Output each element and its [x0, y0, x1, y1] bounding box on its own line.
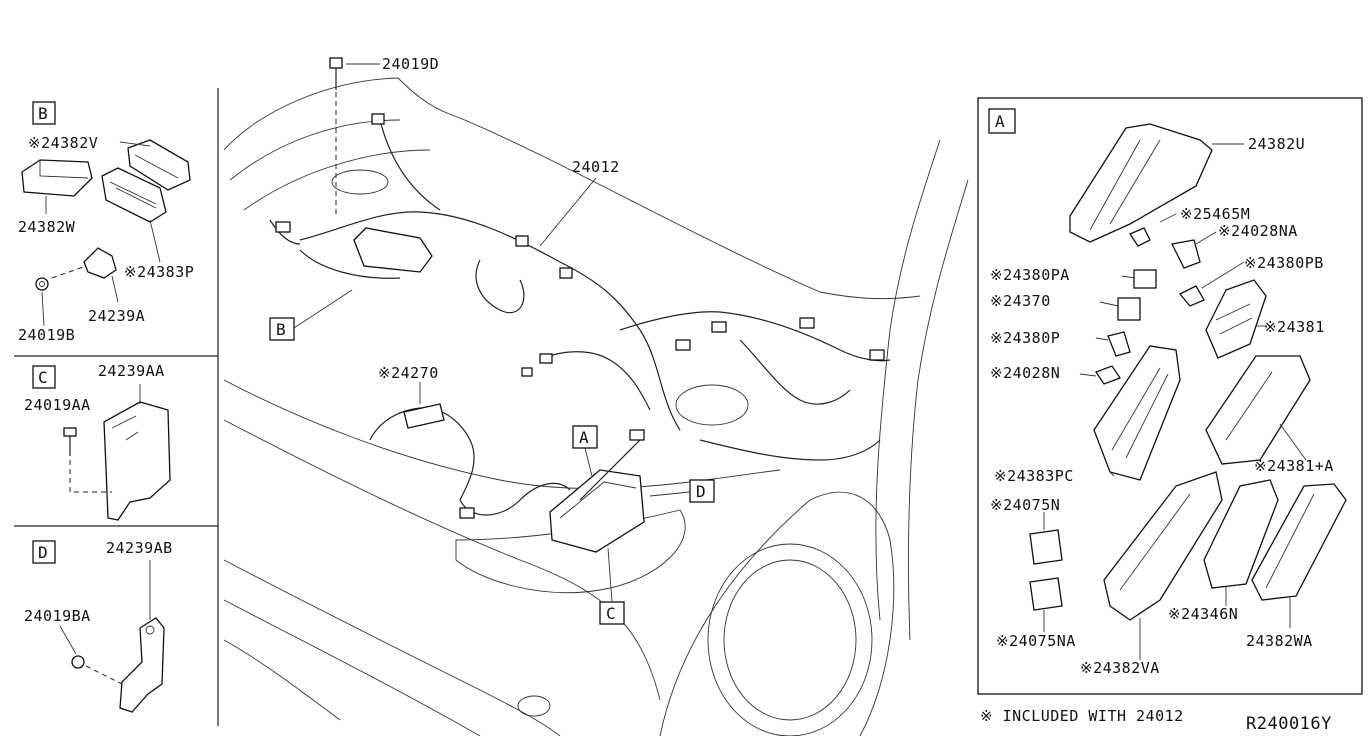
callout-d: D [689, 479, 715, 503]
svg-text:D: D [38, 543, 48, 562]
label-24346N: ※24346N [1168, 605, 1238, 623]
leader-24380P [1095, 337, 1109, 341]
label-24382U: 24382U [1248, 135, 1305, 153]
label-24028N: ※24028N [990, 364, 1060, 382]
section-d-parts [71, 617, 165, 713]
leader-24380PB [1201, 261, 1245, 289]
label-24270: ※24270 [378, 364, 439, 382]
section-a-parts [1029, 123, 1347, 621]
label-24019B: 24019B [18, 326, 75, 344]
label-24028NA: ※24028NA [1218, 222, 1298, 240]
label-24382VA: ※24382VA [1080, 659, 1160, 677]
label-24075N: ※24075N [990, 496, 1060, 514]
callout-c: C [599, 601, 625, 625]
leader-24012 [539, 177, 597, 247]
callout-d-leader [649, 491, 691, 497]
section-tag-d: D [32, 540, 56, 564]
svg-text:C: C [606, 604, 616, 623]
svg-text:A: A [579, 428, 589, 447]
label-24380PA: ※24380PA [990, 266, 1070, 284]
label-24383PC: ※24383PC [994, 467, 1074, 485]
callout-a: A [572, 425, 598, 449]
section-b-parts [21, 139, 191, 291]
section-c-parts [63, 401, 171, 521]
label-24019D: 24019D [382, 55, 439, 73]
leader-24382V [119, 141, 151, 147]
leader-24383P [149, 219, 161, 263]
label-24012: 24012 [572, 158, 620, 176]
leader-24019BA [59, 625, 77, 655]
label-24239AA: 24239AA [98, 362, 165, 380]
label-24239AB: 24239AB [106, 539, 173, 557]
svg-text:C: C [38, 368, 48, 387]
figure-code: R240016Y [1246, 714, 1332, 734]
leader-24019B [41, 291, 45, 327]
callout-c-leader [607, 547, 613, 603]
label-24382WA: 24382WA [1246, 632, 1313, 650]
leader-25465M [1159, 213, 1177, 223]
label-24382V: ※24382V [28, 134, 98, 152]
label-24381: ※24381 [1264, 318, 1325, 336]
label-24019AA: 24019AA [24, 396, 91, 414]
callout-a-leader [584, 447, 593, 477]
svg-text:A: A [995, 112, 1005, 131]
engine-bay-illustration [223, 57, 969, 736]
section-tag-a: A [988, 108, 1016, 134]
callout-b-leader [293, 289, 353, 329]
leader-24239A [111, 275, 119, 303]
callout-b: B [269, 317, 295, 341]
label-24019BA: 24019BA [24, 607, 91, 625]
leader-24380PA [1121, 275, 1135, 279]
label-24380P: ※24380P [990, 329, 1060, 347]
leader-24381A [1279, 423, 1307, 461]
section-tag-c: C [32, 365, 56, 389]
svg-text:B: B [38, 104, 48, 123]
leader-24383PC [1109, 471, 1115, 477]
leader-24028NA [1195, 231, 1217, 245]
footnote: ※ INCLUDED WITH 24012 [980, 707, 1184, 725]
label-24383P: ※24383P [124, 263, 194, 281]
label-24239A: 24239A [88, 307, 145, 325]
svg-text:B: B [276, 320, 286, 339]
label-24382W: 24382W [18, 218, 76, 236]
svg-text:D: D [696, 482, 706, 501]
section-tag-b: B [32, 101, 56, 125]
label-24370: ※24370 [990, 292, 1051, 310]
label-25465M: ※25465M [1180, 205, 1250, 223]
label-24075NA: ※24075NA [996, 632, 1076, 650]
leader-24028N [1079, 373, 1097, 377]
leader-24370 [1099, 301, 1119, 307]
label-24381A: ※24381+A [1254, 457, 1334, 475]
label-24380PB: ※24380PB [1244, 254, 1324, 272]
